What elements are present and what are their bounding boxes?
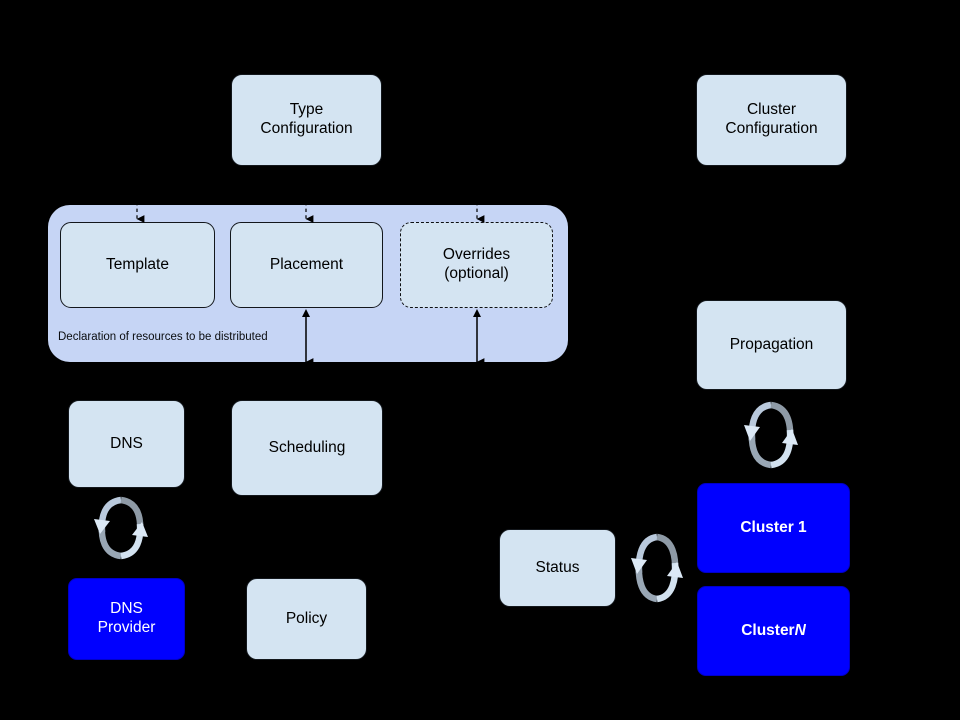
declaration-caption: Declaration of resources to be distribut… [58, 331, 268, 343]
sync-arrows-icon-status [626, 528, 688, 608]
node-status[interactable]: Status [499, 529, 616, 607]
node-placement[interactable]: Placement [230, 222, 383, 308]
node-template[interactable]: Template [60, 222, 215, 308]
cluster-n-label: Cluster [741, 621, 795, 639]
node-cluster-configuration[interactable]: Cluster Configuration [696, 74, 847, 166]
node-scheduling[interactable]: Scheduling [231, 400, 383, 496]
node-dns-provider[interactable]: DNS Provider [68, 578, 185, 660]
cluster-n-symbol: N [794, 621, 806, 639]
node-type-configuration[interactable]: Type Configuration [231, 74, 382, 166]
node-cluster-1[interactable]: Cluster 1 [697, 483, 850, 573]
node-propagation[interactable]: Propagation [696, 300, 847, 390]
node-policy[interactable]: Policy [246, 578, 367, 660]
node-overrides[interactable]: Overrides (optional) [400, 222, 553, 308]
sync-arrows-icon-propagation [738, 396, 804, 474]
node-cluster-n[interactable]: Cluster N [697, 586, 850, 676]
node-dns[interactable]: DNS [68, 400, 185, 488]
sync-arrows-icon-dns [88, 492, 154, 564]
